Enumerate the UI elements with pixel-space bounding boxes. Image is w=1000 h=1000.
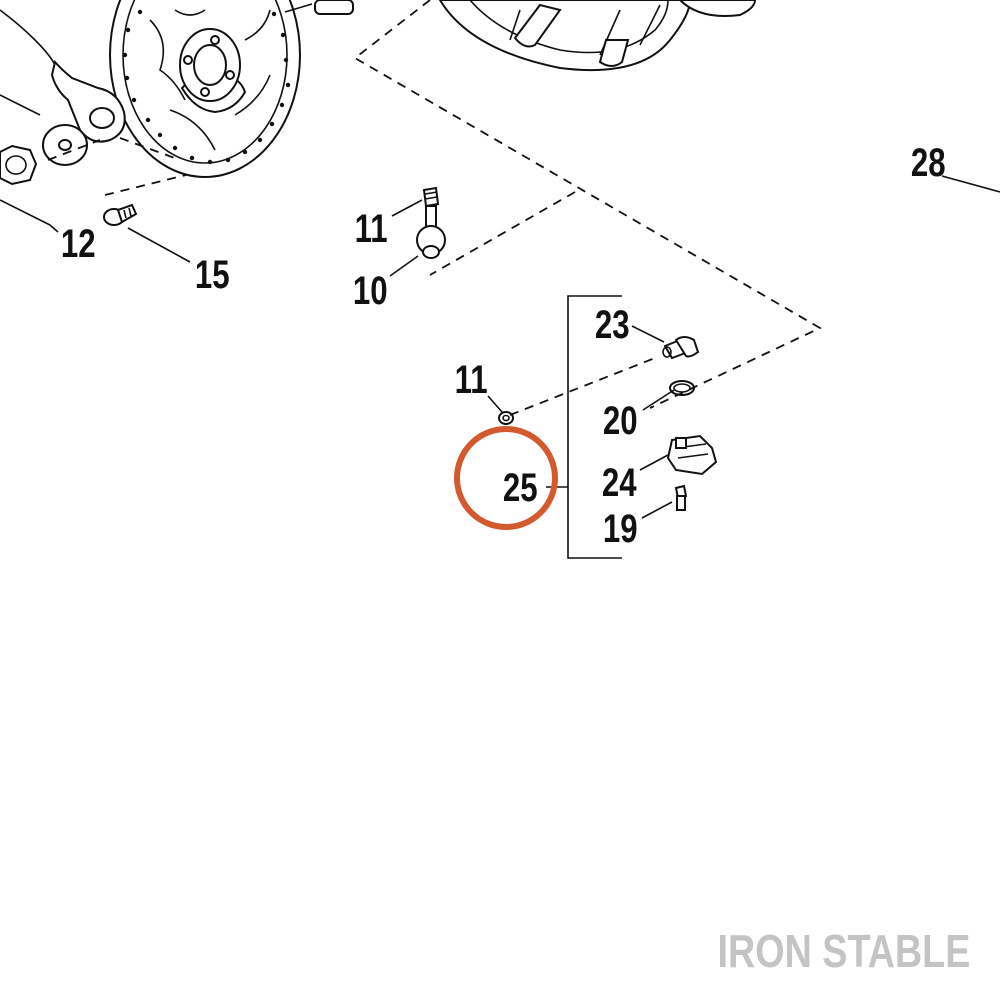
assembly-lines [47, 0, 822, 416]
valve-cap [422, 186, 440, 208]
valve-stem [416, 205, 446, 259]
callout-10: 10 [353, 268, 388, 313]
callout-15: 15 [195, 252, 230, 297]
callout-12: 12 [61, 221, 96, 266]
valve-nut [498, 411, 514, 425]
tpms-sensor [666, 434, 718, 476]
sensor-screw [674, 484, 688, 511]
callout-28: 28 [911, 140, 946, 185]
bolt-15 [103, 203, 138, 226]
brake-rotor [109, 0, 301, 178]
callout-25: 25 [503, 465, 538, 510]
washer [42, 124, 88, 166]
callout-23: 23 [595, 302, 630, 347]
wheel-speed-sensor-bracket [0, 9, 126, 143]
highlight-circle [454, 426, 558, 530]
watermark-text: IRON STABLE [717, 925, 970, 977]
callout-20: 20 [603, 398, 638, 443]
sensor-valve-elbow [662, 336, 700, 360]
wheel-hub [284, 0, 757, 72]
callout-19: 19 [603, 506, 638, 551]
axle-nut [0, 144, 51, 226]
callout-11-valve-nut: 11 [455, 357, 488, 402]
callouts: 28 12 15 11 10 23 11 20 24 25 19 [61, 140, 946, 551]
callout-24: 24 [602, 460, 637, 505]
callout-11-valve-cap: 11 [355, 206, 388, 251]
leader-lines [49, 175, 1000, 519]
